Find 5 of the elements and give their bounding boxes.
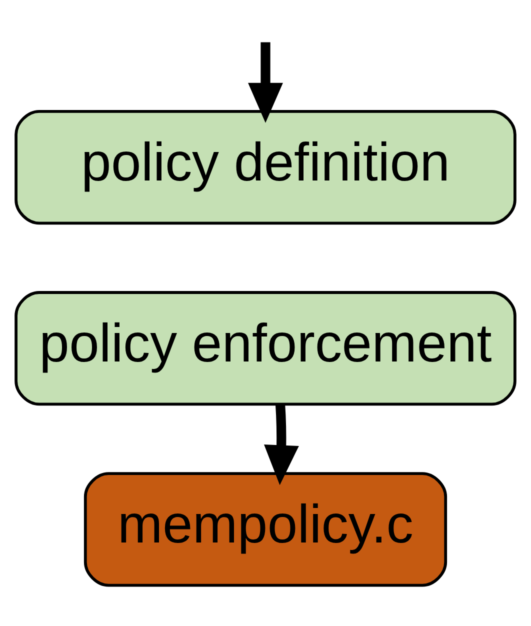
arrow: [264, 404, 299, 486]
node-box: policy definition: [14, 110, 516, 225]
node-box: mempolicy.c: [84, 472, 448, 587]
node-box: policy enforcement: [14, 291, 516, 406]
arrow: [248, 42, 283, 123]
